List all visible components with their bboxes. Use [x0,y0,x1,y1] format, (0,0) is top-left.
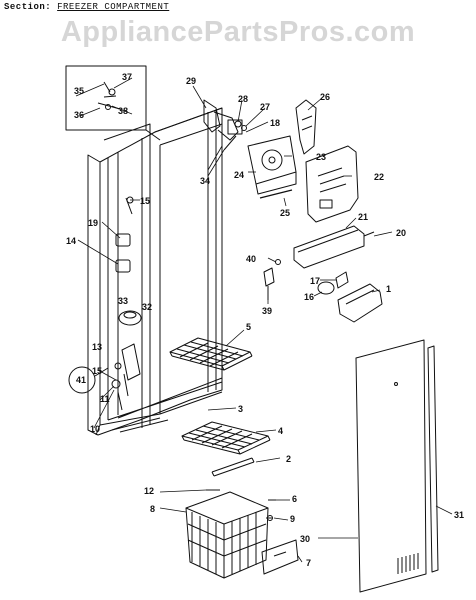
callout-28: 28 [238,94,248,104]
callout-21: 21 [358,212,368,222]
callout-15b: 15 [92,366,102,376]
callout-24: 24 [234,170,244,180]
callout-41: 41 [76,375,86,385]
leader-lines [75,77,453,563]
callout-27: 27 [260,102,270,112]
callout-38: 38 [118,106,128,116]
callout-1: 1 [386,284,391,294]
callout-22: 22 [374,172,384,182]
callout-23: 23 [316,152,326,162]
callout-9: 9 [290,514,295,524]
side-strip [427,345,439,573]
callout-25: 25 [280,208,290,218]
light-socket [335,271,349,289]
watermark: AppliancePartsPros.com [60,16,416,48]
cabinet-top-inner [103,123,151,141]
wire-basket [185,491,269,579]
damper-assembly [203,99,221,133]
callout-2: 2 [286,454,291,464]
cabinet-right-wall [207,110,217,392]
section-label: Section: [4,2,52,12]
callout-16: 16 [304,292,314,302]
inset-box [65,65,147,131]
cabinet-bottom [99,377,223,426]
cabinet-inner-left [107,152,119,420]
callout-36: 36 [74,110,84,120]
lower-shelf [181,421,271,455]
callout-33: 33 [118,296,128,306]
bracket-26 [295,99,317,155]
callout-7: 7 [306,558,311,568]
callout-31: 31 [454,510,464,520]
callout-18: 18 [270,118,280,128]
callout-32: 32 [142,302,152,312]
callout-3: 3 [238,404,243,414]
back-panel [355,339,427,593]
callout-39: 39 [262,306,272,316]
knob-32 [118,310,142,326]
callout-17: 17 [310,276,320,286]
cabinet-floor-lines [111,417,169,433]
callout-10: 10 [90,424,100,434]
callout-40: 40 [246,254,256,264]
cabinet-back [154,107,223,414]
callout-12: 12 [144,486,154,496]
callout-30: 30 [300,534,310,544]
callout-20: 20 [396,228,406,238]
back-panel-barcode [397,553,419,574]
callout-6: 6 [292,494,297,504]
callout-37: 37 [122,72,132,82]
section-header: Section: FREEZER COMPARTMENT [4,2,169,12]
callout-5: 5 [246,322,251,332]
control-bracket [247,135,297,185]
callout-29: 29 [186,76,196,86]
callout-8: 8 [150,504,155,514]
hinge-19 [115,233,131,247]
detail-41 [68,366,96,394]
callout-19: 19 [88,218,98,228]
light-housing [293,225,365,269]
callout-15a: 15 [140,196,150,206]
control-cover [305,145,359,223]
sensor-39 [263,267,275,287]
callout-14: 14 [66,236,76,246]
section-name: FREEZER COMPARTMENT [57,2,170,12]
hinge-14 [115,259,131,273]
cabinet-outline [87,107,223,436]
inset-leader [145,129,161,141]
callout-35: 35 [74,86,84,96]
callout-13: 13 [92,342,102,352]
basket-panel [261,539,299,575]
cabinet-divider [141,134,151,428]
upper-shelf [169,337,253,371]
callout-4: 4 [278,426,283,436]
rod [211,457,255,477]
callout-11: 11 [100,394,110,404]
light-bulb [317,281,335,295]
callout-26: 26 [320,92,330,102]
light-shield [337,283,383,323]
callout-labels: 1 2 3 4 5 6 7 8 9 10 11 12 13 14 15 15 1… [66,72,464,568]
callout-34: 34 [200,176,210,186]
